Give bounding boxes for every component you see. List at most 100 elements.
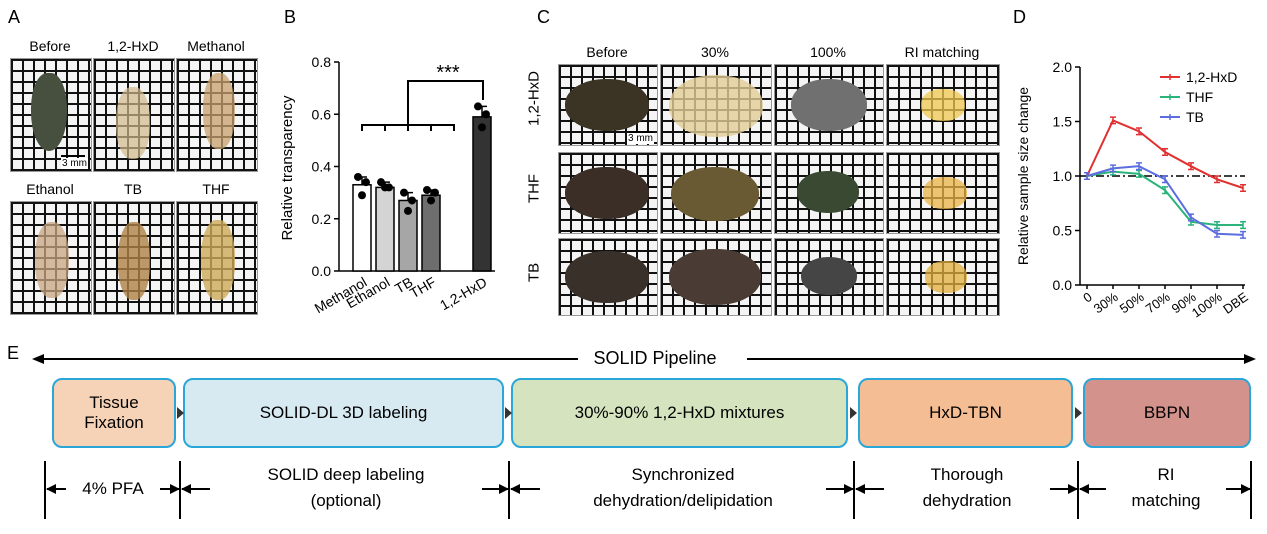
step-label-ri-2: matching (1131, 491, 1201, 510)
y-tick-label: 0.0 (312, 263, 332, 279)
error-bar (1136, 169, 1142, 178)
step-divider (853, 461, 855, 519)
brain-specimen (669, 75, 763, 137)
step-label-ri: RI (1157, 465, 1175, 484)
brain-specimen (791, 79, 867, 131)
size-change-line-chart: Relative sample size change 0.00.51.01.5… (1015, 59, 1251, 321)
panel-a-label-methanol: Methanol (187, 38, 245, 54)
bar (421, 194, 441, 272)
y-tick-label: 0.6 (312, 106, 332, 122)
stage-label: SOLID-DL 3D labeling (259, 403, 428, 422)
step-label-deep-labeling-2: (optional) (310, 491, 382, 510)
error-bar (1136, 127, 1142, 136)
x-tick-label: THF (407, 274, 439, 301)
photo-a-before: 3 mm (10, 58, 92, 172)
specimen-tb (118, 222, 150, 300)
step-label-thorough: Thorough (930, 465, 1004, 484)
panel-letter-e: E (7, 343, 20, 363)
data-point (404, 206, 412, 215)
panel-c-row-tb: TB (525, 262, 543, 283)
data-point (381, 183, 389, 192)
panel-a-label-thf: THF (202, 181, 230, 197)
photo-c-tb-before (558, 238, 658, 316)
photo-a-tb (93, 201, 175, 315)
panel-a-label-ethanol: Ethanol (26, 181, 74, 197)
y-axis-label: Relative transparency (279, 95, 296, 241)
stage-hxd-mixtures: 30%-90% 1,2-HxD mixtures (511, 378, 848, 448)
error-bar (1162, 148, 1168, 157)
data-point (427, 196, 435, 205)
y-tick-label: 2.0 (1053, 59, 1073, 75)
photo-c-hxd-30 (660, 64, 772, 146)
data-point (400, 188, 408, 197)
scale-bar (61, 155, 85, 157)
photo-a-methanol (176, 58, 258, 172)
error-bar (1214, 175, 1220, 184)
pipeline-span-arrow (32, 354, 1256, 364)
y-tick-label: 0.5 (1053, 223, 1073, 239)
photo-c-thf-100 (774, 152, 884, 234)
step-label-thorough-2: dehydration (922, 491, 1012, 510)
error-bar (1084, 171, 1090, 181)
stage-label: BBPN (1143, 403, 1191, 422)
brain-specimen (923, 177, 967, 209)
y-tick-label: 1.0 (1053, 168, 1073, 184)
error-bar (1188, 162, 1194, 171)
brain-specimen (565, 79, 649, 131)
x-tick-label: 1,2-HxD (437, 274, 489, 314)
photo-a-thf (176, 201, 258, 315)
panel-c-col-30: 30% (700, 44, 730, 60)
stage-hxd-tbn: HxD-TBN (858, 378, 1073, 448)
data-point (431, 188, 439, 197)
error-bar (1240, 221, 1246, 230)
x-tick-label: DBE (1220, 289, 1251, 317)
stage-label: 30%-90% 1,2-HxD mixtures (574, 403, 785, 422)
significance-stars: *** (436, 62, 460, 84)
error-bar (1162, 175, 1168, 184)
step-divider (1077, 461, 1079, 519)
data-point (423, 186, 431, 195)
legend-label: TB (1186, 109, 1204, 125)
stage-connector-arrow (1075, 407, 1082, 419)
scale-bar-label: 3 mm (61, 158, 88, 169)
data-point (408, 196, 416, 205)
panel-a-label-before: Before (29, 38, 71, 54)
error-bar (1240, 183, 1246, 193)
panel-letter-d: D (1013, 7, 1026, 27)
panel-c-row-hxd: 1,2-HxD (525, 71, 543, 127)
stage-solid-dl-labeling: SOLID-DL 3D labeling (183, 378, 504, 448)
y-tick-label: 0.0 (1053, 277, 1073, 293)
stage-connector-arrow (505, 407, 512, 419)
brain-specimen (565, 251, 649, 303)
transparency-bar-chart: Relative transparency 0.00.20.40.60.8 Me… (279, 54, 495, 316)
specimen-ethanol (35, 222, 69, 298)
y-tick-label: 0.2 (312, 211, 332, 227)
bar (375, 186, 395, 272)
step-divider (44, 461, 46, 519)
specimen-thf (201, 220, 235, 300)
photo-c-tb-100 (774, 238, 884, 316)
x-tick-label: 50% (1117, 289, 1147, 316)
panel-c-col-100: 100% (810, 44, 846, 60)
x-tick-label: 30% (1091, 289, 1121, 316)
panel-a-label-tb: TB (124, 181, 142, 197)
data-point (354, 172, 362, 181)
data-point (482, 110, 490, 119)
stage-label: Tissue Fixation (84, 393, 144, 432)
photo-c-thf-before (558, 152, 658, 234)
panel-letter-a: A (8, 7, 21, 27)
pipeline-title: SOLID Pipeline (593, 348, 717, 368)
panel-c-row-thf: THF (525, 173, 543, 204)
data-point (358, 191, 366, 200)
brain-specimen (921, 89, 965, 121)
brain-specimen (925, 261, 967, 293)
step-label-sync: Synchronized (631, 465, 735, 484)
scale-bar-label: 3 mm (627, 133, 654, 144)
error-bar (1110, 116, 1116, 125)
photo-a-ethanol (10, 201, 92, 315)
brain-specimen (671, 167, 759, 221)
data-point (474, 102, 482, 111)
y-axis-label: Relative sample size change (1015, 87, 1031, 265)
specimen-cleared (116, 87, 150, 159)
panel-a-label-hxd: 1,2-HxD (107, 38, 159, 54)
